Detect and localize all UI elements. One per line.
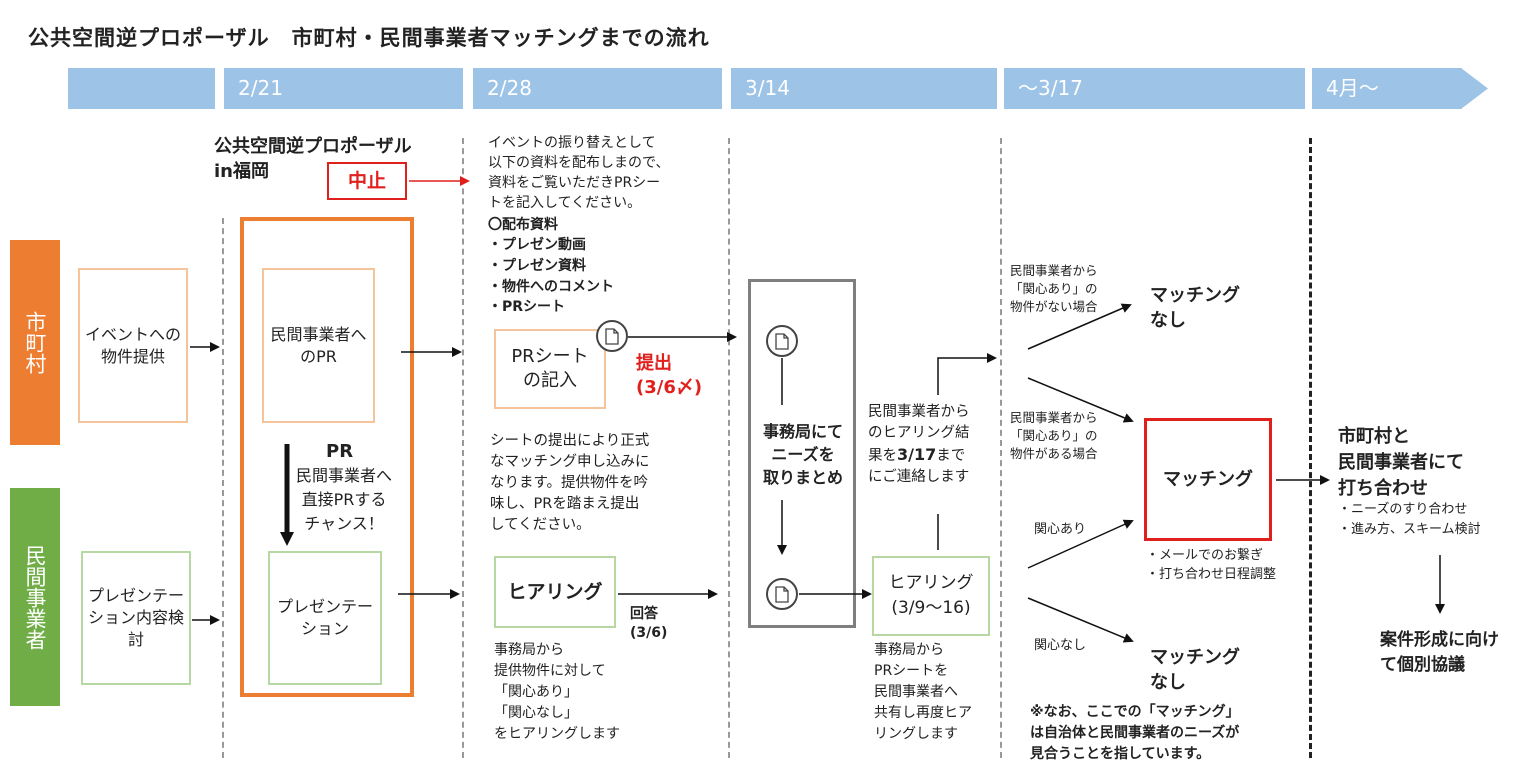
meeting-notes: ・ニーズのすり合わせ ・進み方、スキーム検討 <box>1338 502 1481 537</box>
timeline-arrowhead <box>1461 68 1488 109</box>
secretariat-frame <box>748 279 856 628</box>
presentation-box: プレゼンテーション <box>268 551 382 685</box>
cancelled-badge: 中止 <box>327 162 407 200</box>
material-item: ・PRシート <box>488 299 566 315</box>
event-frame <box>240 217 414 697</box>
pr-to-business-box: 民間事業者へのPR <box>262 268 375 423</box>
hearing-box: ヒアリング <box>494 556 616 628</box>
column-divider <box>462 138 464 758</box>
timeline-segment-0314: 3/14 <box>731 68 997 109</box>
timeline-segment-0221: 2/21 <box>224 68 463 109</box>
event-property-box: イベントへの物件提供 <box>78 268 188 423</box>
hearing2-label: ヒアリング <box>888 573 974 593</box>
page-title: 公共空間逆プロポーザル 市町村・民間事業者マッチングまでの流れ <box>28 26 710 50</box>
answer-label: 回答 <box>630 606 658 622</box>
no-matching-bottom: マッチング なし <box>1150 647 1240 693</box>
document-icon <box>766 578 798 610</box>
matching-box: マッチング <box>1144 418 1272 541</box>
interested-label: 関心あり <box>1034 522 1087 537</box>
document-icon <box>766 325 798 357</box>
presentation-review-box: プレゼンテーション内容検討 <box>81 551 191 685</box>
column-divider <box>728 138 730 758</box>
timeline-segment-0317: ～3/17 <box>1004 68 1305 109</box>
matching-footnote: ※なお、ここでの「マッチング」 は自治体と民間事業者のニーズが 見合うことを指し… <box>1030 704 1240 762</box>
role-municipality: 市町村 <box>10 240 60 445</box>
column-divider <box>1000 138 1002 758</box>
hearing-note: 事務局から 提供物件に対して 「関心あり」 「関心なし」 をヒアリングします <box>494 642 620 742</box>
hearing2-box: ヒアリング (3/9～16) <box>872 556 990 636</box>
interest-case-note: 民間事業者から 「関心あり」の 物件がある場合 <box>1010 410 1098 461</box>
material-item: ・プレゼン資料 <box>488 258 586 274</box>
timeline-segment-blank <box>68 68 215 109</box>
document-icon <box>596 320 628 352</box>
submit-label: 提出 <box>636 353 672 374</box>
event-name: 公共空間逆プロポーザル in福岡 <box>214 136 412 182</box>
secretariat-summary: 事務局にて ニーズを 取りまとめ <box>762 422 843 487</box>
column-divider-bold <box>1309 138 1312 758</box>
matching-notes: ・メールでのお繋ぎ ・打ち合わせ日程調整 <box>1146 548 1277 582</box>
role-business: 民間事業者 <box>10 488 60 706</box>
no-interest-case-note: 民間事業者から 「関心あり」の 物件がない場合 <box>1010 263 1098 314</box>
material-item: ・物件へのコメント <box>488 279 614 295</box>
submit-deadline: (3/6〆) <box>636 377 703 398</box>
substitute-intro: イベントの振り替えとして 以下の資料を配布しまので、 資料をご覧いただきPRシー… <box>488 135 670 211</box>
timeline-segment-0228: 2/28 <box>473 68 722 109</box>
column-divider <box>222 218 224 758</box>
share-note: 事務局から PRシートを 民間事業者へ 共有し再度ヒア リングします <box>874 642 972 742</box>
pr-sheet-box: PRシートの記入 <box>494 329 606 409</box>
pr-description: 民間事業者へ 直接PRする チャンス！ <box>296 466 393 533</box>
answer-date: (3/6) <box>630 625 668 641</box>
hearing2-date: (3/9～16) <box>891 598 971 618</box>
pr-label: PR <box>326 441 354 462</box>
no-matching-top: マッチング なし <box>1150 285 1240 331</box>
meeting-heading: 市町村と 民間事業者にて 打ち合わせ <box>1338 426 1464 499</box>
not-interested-label: 関心なし <box>1034 638 1087 653</box>
sheet-note: シートの提出により正式 なマッチング申し込みに なります。提供物件を吟 味し、P… <box>490 433 650 533</box>
individual-consultation: 案件形成に向け て個別協議 <box>1380 630 1499 675</box>
materials-heading: 〇配布資料 <box>488 217 558 233</box>
timeline-segment-april: 4月～ <box>1312 68 1462 109</box>
material-item: ・プレゼン動画 <box>488 237 586 253</box>
result-note: 民間事業者から のヒアリング結 果を3/17まで にご連絡します <box>868 404 970 485</box>
